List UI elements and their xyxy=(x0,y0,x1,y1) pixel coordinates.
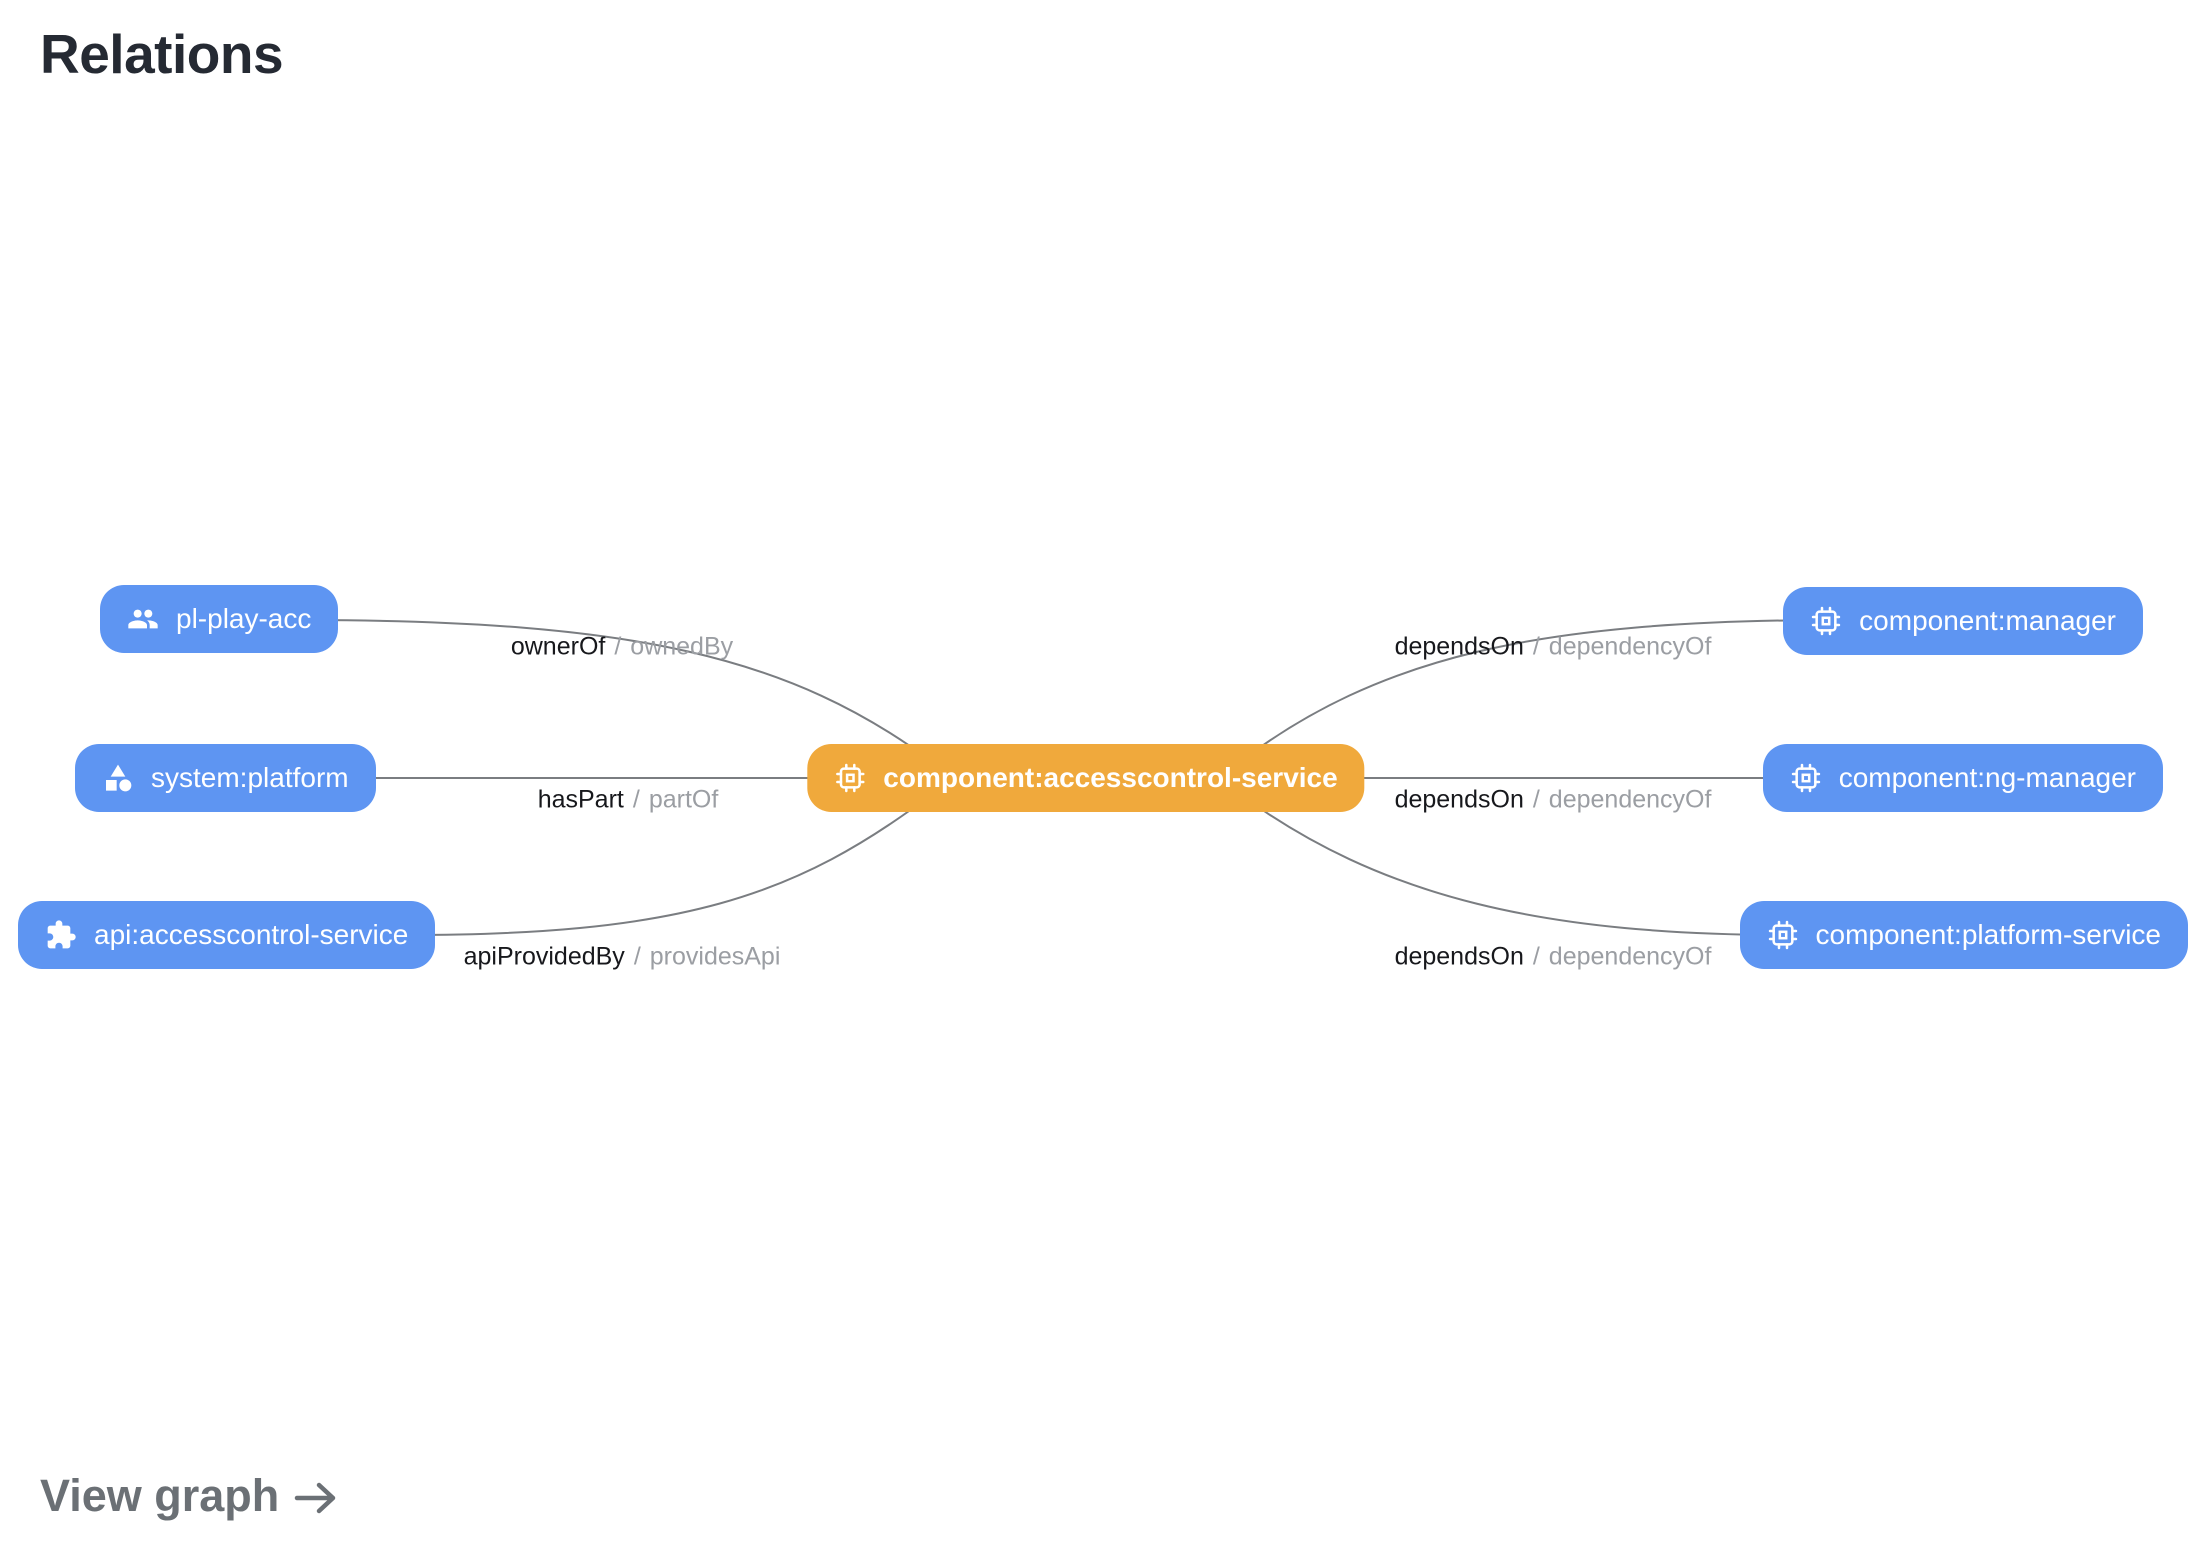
relation-separator: / xyxy=(632,785,640,814)
edge-label-dependson-ng-manager: dependsOn / dependencyOf xyxy=(1395,786,1712,815)
entity-node-component-manager[interactable]: component:manager xyxy=(1783,587,2143,655)
relation-separator: / xyxy=(1532,785,1540,814)
relation-reverse: dependencyOf xyxy=(1548,785,1712,814)
view-graph-label: View graph xyxy=(40,1470,280,1521)
entity-node-pl-play-acc[interactable]: pl-play-acc xyxy=(100,585,339,653)
chip-icon xyxy=(834,762,866,794)
relation-separator: / xyxy=(1532,942,1540,971)
relation-reverse: partOf xyxy=(648,785,719,814)
relation-reverse: dependencyOf xyxy=(1548,942,1712,971)
relation-separator: / xyxy=(614,632,622,661)
entity-node-label: component:manager xyxy=(1859,605,2116,636)
relation-forward: dependsOn xyxy=(1394,785,1524,814)
entity-node-api-accesscontrol-service[interactable]: api:accesscontrol-service xyxy=(18,901,436,969)
relation-forward: apiProvidedBy xyxy=(463,942,625,971)
chip-icon xyxy=(1790,762,1822,794)
entity-node-label: component:platform-service xyxy=(1815,919,2161,950)
entity-node-label: component:accesscontrol-service xyxy=(883,762,1338,793)
edge-label-apiprovidedby: apiProvidedBy / providesApi xyxy=(464,943,781,972)
edge-label-dependson-platform-service: dependsOn / dependencyOf xyxy=(1395,943,1712,972)
edge-label-haspart: hasPart / partOf xyxy=(538,786,719,815)
entity-node-component-platform-service[interactable]: component:platform-service xyxy=(1739,901,2188,969)
entity-node-system-platform[interactable]: system:platform xyxy=(75,744,376,812)
entity-node-component-ng-manager[interactable]: component:ng-manager xyxy=(1762,744,2163,812)
page-title: Relations xyxy=(40,23,284,85)
relation-reverse: providesApi xyxy=(649,942,781,971)
arrow-right-icon xyxy=(293,1480,339,1516)
relation-separator: / xyxy=(1532,632,1540,661)
edge-label-dependson-manager: dependsOn / dependencyOf xyxy=(1395,633,1712,662)
entity-node-component-accesscontrol-service[interactable]: component:accesscontrol-service xyxy=(807,744,1365,812)
edge-label-ownerof: ownerOf / ownedBy xyxy=(511,633,733,662)
puzzle-icon xyxy=(45,919,77,951)
edge-dependson-manager xyxy=(1236,619,1831,765)
group-icon xyxy=(127,603,159,635)
edge-apiprovidedby xyxy=(394,791,936,937)
relation-forward: ownerOf xyxy=(510,632,606,661)
chip-icon xyxy=(1810,605,1842,637)
edge-ownerof xyxy=(309,619,936,765)
relation-reverse: ownedBy xyxy=(630,632,734,661)
chip-icon xyxy=(1767,919,1799,951)
entity-node-label: system:platform xyxy=(151,762,349,793)
edge-dependson-platform-service xyxy=(1236,791,1801,937)
view-graph-link[interactable]: View graph xyxy=(40,1470,339,1522)
category-icon xyxy=(102,762,134,794)
relation-separator: / xyxy=(633,942,641,971)
entity-node-label: api:accesscontrol-service xyxy=(94,919,409,950)
relation-reverse: dependencyOf xyxy=(1548,632,1712,661)
entity-node-label: pl-play-acc xyxy=(176,603,312,634)
relation-forward: dependsOn xyxy=(1394,942,1524,971)
entity-node-label: component:ng-manager xyxy=(1838,762,2136,793)
relation-forward: hasPart xyxy=(537,785,624,814)
relation-forward: dependsOn xyxy=(1394,632,1524,661)
